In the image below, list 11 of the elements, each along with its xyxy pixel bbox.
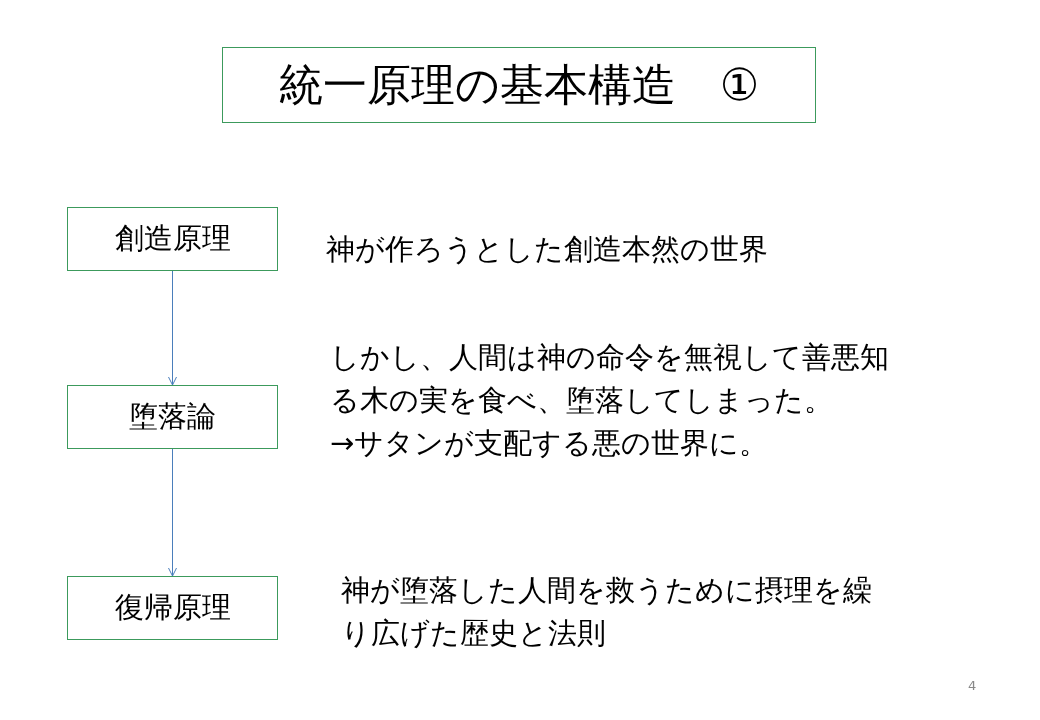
description-text: →サタンが支配する悪の世界に。 [330,425,770,462]
arrow [168,448,177,577]
page-number: 4 [968,678,977,693]
description-text: しかし、人間は神の命令を無視して善悪知る木の実を食べ、堕落してしまった。 [330,339,890,419]
process-box: 復帰原理 [67,576,278,640]
description-text: 神が堕落した人間を救うために摂理を繰り広げた歴史と法則 [341,572,873,652]
title-box: 統一原理の基本構造 ① [222,47,816,123]
arrow [168,270,177,386]
process-box: 堕落論 [67,385,278,449]
process-box: 創造原理 [67,207,278,271]
description-text: 神が作ろうとした創造本然の世界 [326,231,769,268]
